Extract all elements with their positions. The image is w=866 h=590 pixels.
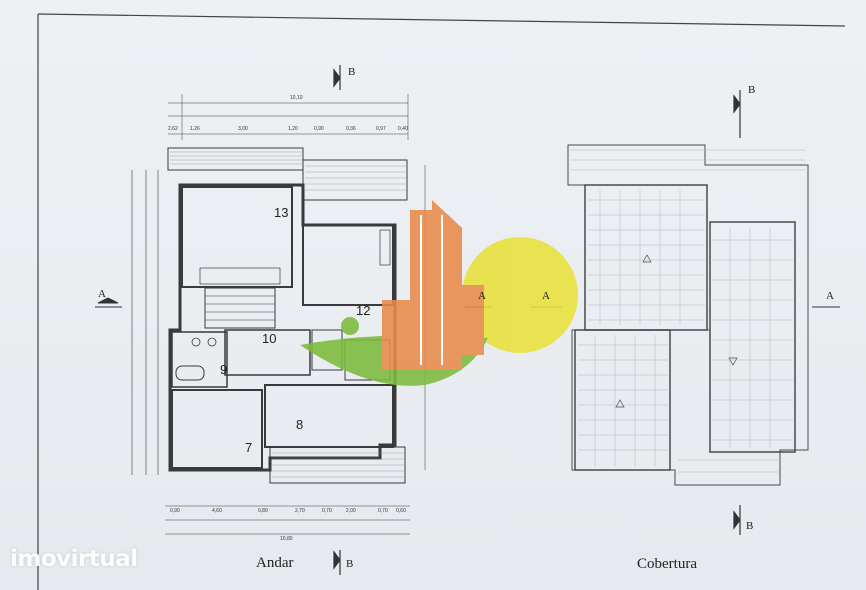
room-12-label: 12 xyxy=(356,303,371,318)
dim-bottom-4: 0,70 xyxy=(322,508,332,514)
dim-bottom-3: 2,70 xyxy=(295,508,305,514)
room-8-label: 8 xyxy=(296,417,304,432)
dim-bottom-7: 0,60 xyxy=(396,508,406,514)
section-b-markers xyxy=(333,65,741,575)
section-a-left-label: A xyxy=(98,288,106,300)
section-a-roof-left-label: A xyxy=(542,290,550,302)
dim-top-6: 0,97 xyxy=(376,126,386,132)
dim-top-7: 0,40 xyxy=(398,126,408,132)
agency-logo xyxy=(300,200,578,386)
logo-tower-right xyxy=(432,200,462,370)
terrace-hatch xyxy=(170,151,406,478)
dim-top-2: 3,00 xyxy=(238,126,248,132)
dim-bottom-5: 2,00 xyxy=(346,508,356,514)
dim-top-5: 0,36 xyxy=(346,126,356,132)
dim-bottom-0: 0,90 xyxy=(170,508,180,514)
cobertura-plan xyxy=(567,144,809,486)
dim-total-width: 10,10 xyxy=(290,95,303,101)
room-9-label: 9 xyxy=(220,362,228,377)
room-13-label: 13 xyxy=(274,205,289,220)
dim-top-4: 0,90 xyxy=(314,126,324,132)
dim-top-0: 2,62 xyxy=(168,126,178,132)
section-b-top-label: B xyxy=(348,66,356,78)
section-b-bottom-label: B xyxy=(346,558,354,570)
section-a-right-label: A xyxy=(826,290,834,302)
imovirtual-watermark: imovirtual xyxy=(10,546,138,572)
section-b-roof-bottom-label: B xyxy=(746,520,754,532)
dim-top-3: 1,20 xyxy=(288,126,298,132)
section-a-left xyxy=(95,297,122,308)
section-a-mid-label: A xyxy=(478,290,486,302)
dim-top-1: 1,26 xyxy=(190,126,200,132)
dim-bottom-total: 10,80 xyxy=(280,536,293,542)
dim-bottom-2: 0,80 xyxy=(258,508,268,514)
dim-bottom-6: 0,70 xyxy=(378,508,388,514)
cobertura-caption: Cobertura xyxy=(637,556,697,572)
dim-bottom-1: 4,60 xyxy=(212,508,222,514)
roof-tiles xyxy=(570,149,806,473)
sheet-border-top xyxy=(37,13,846,27)
andar-caption: Andar xyxy=(256,555,294,571)
section-b-roof-top-label: B xyxy=(748,84,756,96)
room-7-label: 7 xyxy=(245,440,253,455)
room-10-label: 10 xyxy=(262,331,277,346)
logo-yellow-sun xyxy=(462,237,578,353)
